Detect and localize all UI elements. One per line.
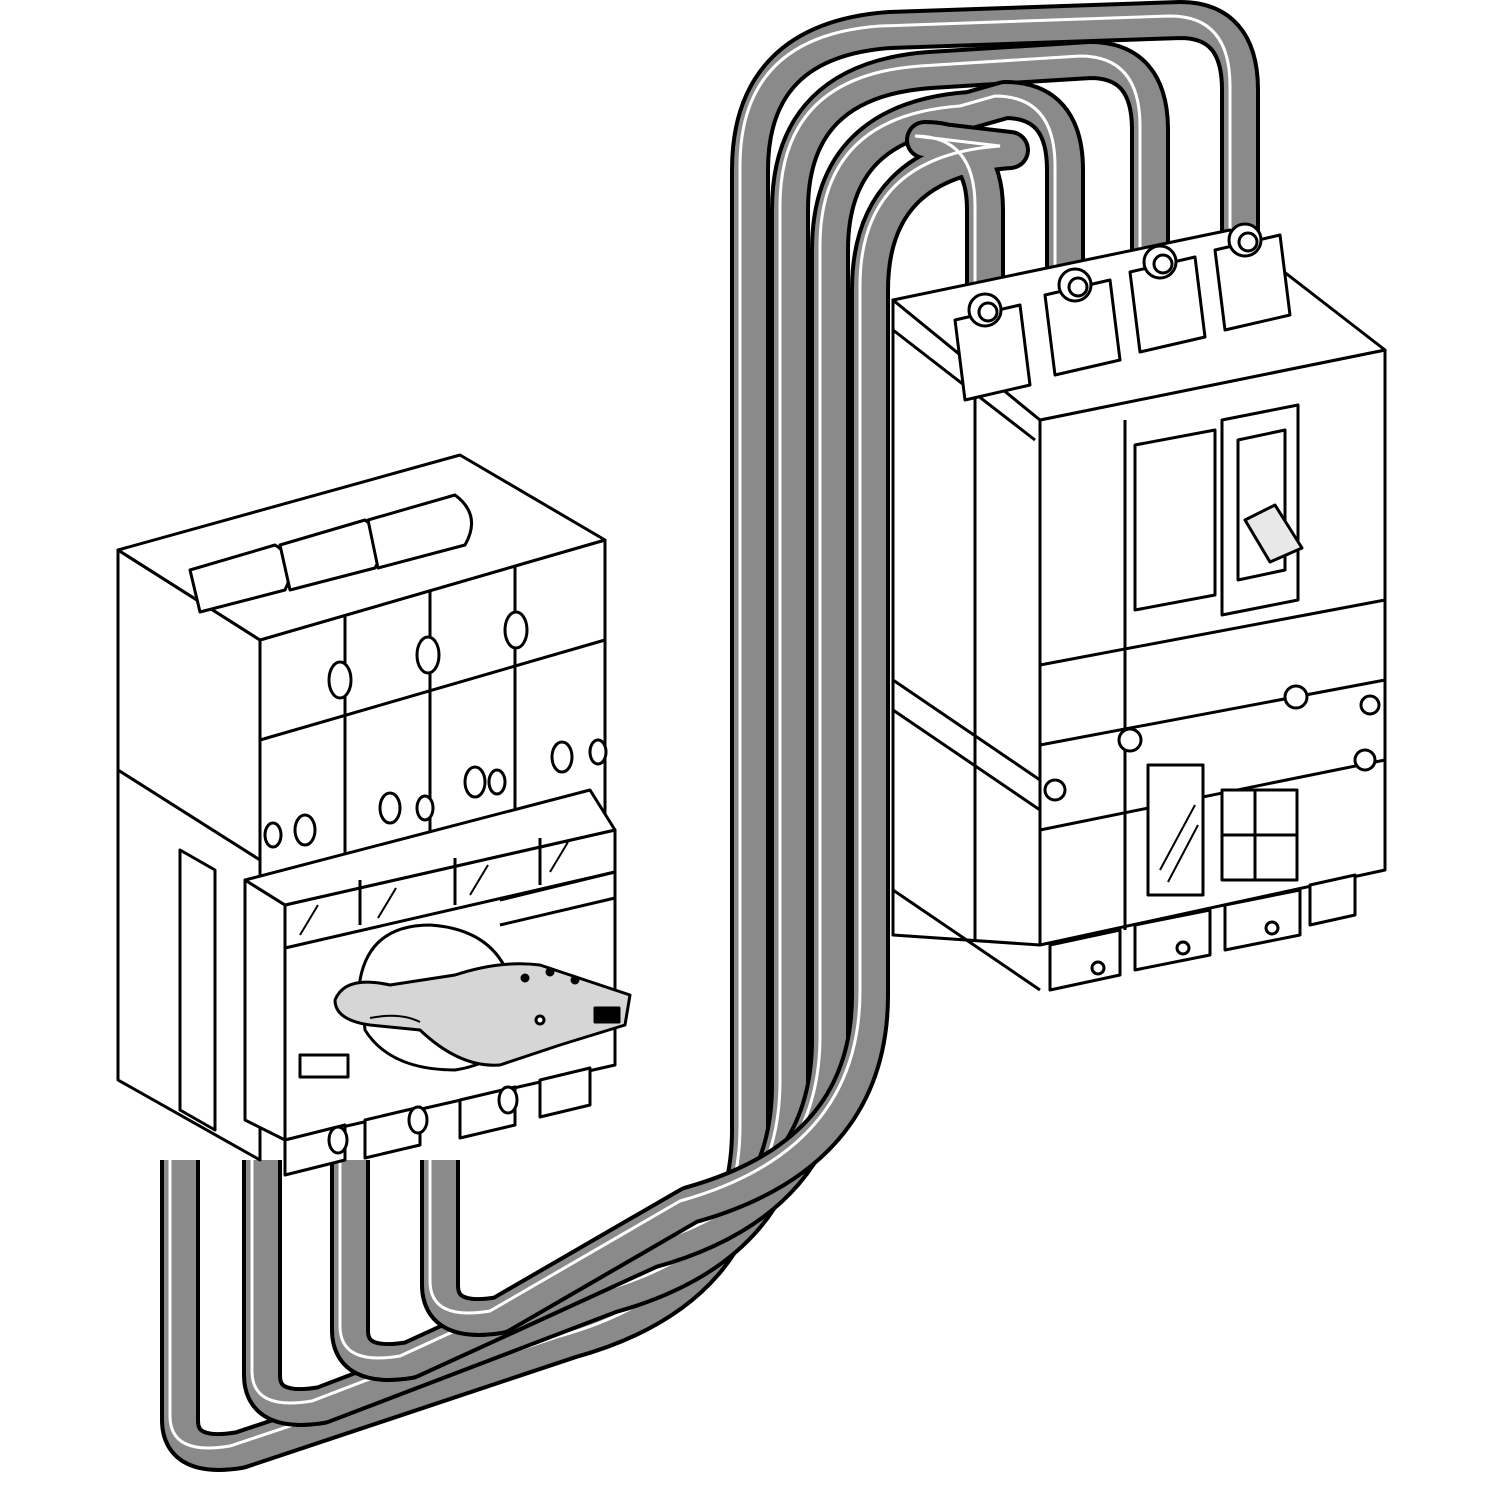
- breaker-window: [1133, 428, 1217, 612]
- breaker-bottom-terminals: [1048, 873, 1357, 992]
- breaker-front-band: [1039, 598, 1386, 667]
- switch-side-channel: [178, 848, 217, 1132]
- breaker-indicator-window: [1146, 763, 1205, 897]
- busbar-highlight: [168, 14, 1232, 1450]
- breaker-side-band: [892, 678, 1041, 782]
- breaker-top-terminals: [953, 222, 1292, 402]
- switch-handle-lock-icon: [534, 1014, 546, 1026]
- breaker-terminal-screw-head: [1067, 276, 1089, 298]
- switch-shield-band2: [259, 638, 606, 742]
- breaker-side-base: [892, 888, 1041, 992]
- switch-handle-tag: [593, 1006, 621, 1024]
- breaker-screw-hole: [1359, 694, 1381, 716]
- breaker-side-band2: [892, 708, 1041, 812]
- switch-body-top: [243, 788, 617, 907]
- switch-terminal-nuts: [263, 738, 608, 849]
- switch-label-plate: [298, 1053, 350, 1079]
- switch-shield-hole: [415, 635, 441, 675]
- breaker-front-band3: [1039, 758, 1386, 832]
- breaker-screw-hole: [1353, 748, 1377, 772]
- breaker-screw-hole: [1117, 727, 1143, 753]
- switch-ledge-hatching: [299, 841, 569, 936]
- switch-disconnector: [116, 453, 632, 1177]
- breaker-screw-hole: [1043, 778, 1067, 802]
- switch-shield-band: [117, 768, 261, 862]
- busbar-highlight: [428, 134, 1001, 1315]
- switch-bottom-terminals: [283, 1066, 592, 1177]
- breaker-front-band2: [1039, 678, 1386, 747]
- breaker-terminal-screw-head: [1237, 231, 1259, 253]
- busbar-link-set: [160, 0, 1260, 1472]
- switch-body-band: [499, 870, 616, 902]
- switch-shield-caps: [188, 493, 474, 614]
- breaker-terminal-screw-head: [977, 301, 999, 323]
- switch-rotary-handle[interactable]: [333, 962, 632, 1067]
- switch-shield-hole: [503, 610, 529, 650]
- switch-handle-grip: [369, 1014, 421, 1023]
- switch-body-band: [499, 896, 616, 927]
- breaker-toggle-lever[interactable]: [1243, 503, 1304, 564]
- switch-shield-hole: [327, 660, 353, 700]
- busbar-highlight: [338, 94, 1057, 1360]
- breaker-terminal-screw-head: [1152, 253, 1174, 275]
- busbar-highlight: [250, 54, 1142, 1405]
- circuit-breaker: [891, 222, 1387, 992]
- breaker-screw-hole: [1283, 684, 1309, 710]
- switch-body-side: [243, 878, 287, 1142]
